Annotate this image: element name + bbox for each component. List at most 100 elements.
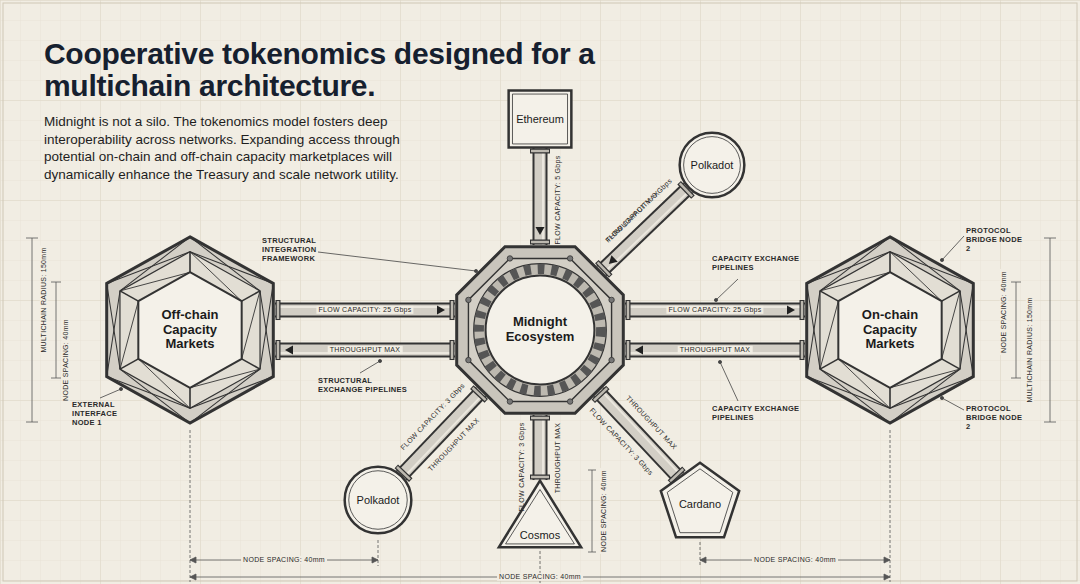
text-column: Midnight Ecosystem bbox=[497, 315, 583, 345]
annotation-label: EXTERNAL INTERFACE NODE 1 bbox=[72, 400, 126, 427]
node-text-area: On-chain Capacity Markets bbox=[805, 235, 975, 425]
pipe-outline bbox=[602, 188, 689, 271]
node-label: Midnight Ecosystem bbox=[497, 315, 583, 345]
flow-label: FLOW CAPACITY: 25 Gbps bbox=[316, 306, 413, 314]
text-column: On-chain Capacity Markets bbox=[850, 308, 930, 353]
annotation-label: CAPACITY EXCHANGE PIPELINES bbox=[712, 254, 802, 272]
pipe-flange-face bbox=[451, 301, 454, 319]
pipe-flange-face bbox=[531, 150, 549, 153]
dimension-label: NODE SPACING: 40mm bbox=[497, 573, 583, 581]
arrowhead bbox=[787, 306, 795, 315]
pipe-connector bbox=[530, 148, 550, 245]
frame bbox=[3, 3, 1077, 581]
pipe-flange bbox=[626, 340, 631, 360]
pipe-flange-face bbox=[627, 301, 630, 319]
pipe-flange-face bbox=[451, 341, 454, 359]
node-circle: Polkadot bbox=[679, 132, 745, 198]
pipe-flange bbox=[450, 340, 455, 360]
pipe-flange bbox=[626, 300, 631, 320]
pipe-outline bbox=[275, 343, 455, 358]
pipe-connector bbox=[275, 300, 455, 320]
dimension-label: NODE SPACING: 40mm bbox=[1000, 269, 1008, 355]
pipe-connector bbox=[625, 300, 805, 320]
pipe-body bbox=[535, 415, 546, 480]
node-text-area: Polkadot bbox=[344, 466, 412, 534]
node-text-area: Ethereum bbox=[508, 90, 572, 148]
throughput-label: THROUGHPUT MAX bbox=[554, 420, 562, 495]
pipe-flange-face bbox=[531, 241, 549, 244]
text-column: Off-chain Capacity Markets bbox=[150, 308, 230, 353]
dimension-label: MULTICHAIN RADIUS: 150mm bbox=[1026, 295, 1034, 404]
node-text-area: Cardano bbox=[660, 462, 740, 538]
node-circle: Polkadot bbox=[344, 466, 412, 534]
dimension-label: NODE SPACING: 40mm bbox=[62, 317, 70, 403]
node-hex: On-chain Capacity Markets bbox=[805, 235, 975, 425]
pipe-flange-face bbox=[801, 341, 804, 359]
pipe-outline bbox=[625, 303, 805, 318]
arrowhead bbox=[285, 346, 293, 355]
node-label: Polkadot bbox=[357, 494, 400, 507]
pipe-body bbox=[535, 148, 546, 245]
node-label: Cosmos bbox=[520, 529, 560, 542]
flow-label: FLOW CAPACITY: 3 Gbps bbox=[518, 420, 526, 513]
node-text-area: Midnight Ecosystem bbox=[455, 245, 625, 415]
dimension-label: NODE SPACING: 40mm bbox=[600, 468, 608, 554]
pipe-connector bbox=[597, 183, 693, 276]
node-label: On-chain Capacity Markets bbox=[850, 308, 930, 353]
pipe-flange-face bbox=[627, 341, 630, 359]
dimension-label: MULTICHAIN RADIUS: 150mm bbox=[40, 245, 48, 354]
pipe-connector bbox=[530, 415, 550, 480]
pipe-connector bbox=[625, 340, 805, 360]
node-hex: Off-chain Capacity Markets bbox=[105, 235, 275, 425]
annotation-label: STRUCTURAL INTEGRATION FRAMEWORK bbox=[262, 236, 324, 263]
node-text-area: Cosmos bbox=[498, 480, 582, 548]
flow-label: FLOW CAPACITY: 5 Gbps bbox=[554, 153, 562, 246]
pipe-flange bbox=[530, 149, 550, 154]
arrowhead bbox=[437, 306, 445, 315]
node-pent: Cardano bbox=[660, 462, 740, 538]
flow-label: THROUGHPUT MAX bbox=[678, 346, 753, 354]
pipe-highlight bbox=[542, 415, 544, 480]
pipe-flange-face bbox=[277, 301, 280, 319]
text-column: Ethereum bbox=[516, 113, 564, 126]
node-rect: Ethereum bbox=[508, 90, 572, 148]
pipe-outline bbox=[275, 303, 455, 318]
node-label: Polkadot bbox=[691, 159, 734, 172]
dimension-label: NODE SPACING: 40mm bbox=[241, 556, 327, 564]
pipe-body bbox=[602, 188, 689, 271]
arrowhead bbox=[536, 227, 545, 235]
pipe-flange-face bbox=[801, 301, 804, 319]
dimension-label: NODE SPACING: 40mm bbox=[752, 556, 838, 564]
flow-label: FLOW CAPACITY: 25 Gbps bbox=[666, 306, 763, 314]
pipe-body bbox=[625, 345, 805, 356]
arrowhead bbox=[609, 255, 618, 264]
pipe-flange bbox=[276, 300, 281, 320]
caption: Midnight is not a silo. The tokenomics m… bbox=[44, 113, 436, 183]
annotation-label: STRUCTURAL EXCHANGE PIPELINES bbox=[318, 376, 418, 394]
node-oct: Midnight Ecosystem bbox=[455, 245, 625, 415]
node-label: Off-chain Capacity Markets bbox=[150, 308, 230, 353]
pipe-body bbox=[625, 305, 805, 316]
annotation-label: CAPACITY EXCHANGE PIPELINES bbox=[712, 404, 802, 422]
pipe-flange-face bbox=[277, 341, 280, 359]
pipe-flange bbox=[800, 340, 805, 360]
node-text-area: Off-chain Capacity Markets bbox=[105, 235, 275, 425]
text-column: Polkadot bbox=[357, 494, 400, 507]
arrowhead bbox=[635, 346, 643, 355]
annotation-label: PROTOCOL BRIDGE NODE 2 bbox=[966, 226, 1026, 253]
pipe-body bbox=[275, 345, 455, 356]
pipe-flange bbox=[800, 300, 805, 320]
node-label: Ethereum bbox=[516, 113, 564, 126]
node-label: Cardano bbox=[679, 498, 721, 511]
text-column: Polkadot bbox=[691, 159, 734, 172]
pipe-outline bbox=[625, 343, 805, 358]
pipe-flange bbox=[530, 416, 550, 421]
flow-label: THROUGHPUT MAX bbox=[328, 346, 403, 354]
node-tri: Cosmos bbox=[498, 480, 582, 548]
text-column: Cosmos bbox=[520, 529, 560, 542]
pipe-flange-face bbox=[531, 417, 549, 420]
pipe-outline bbox=[533, 148, 548, 245]
pipe-flange bbox=[450, 300, 455, 320]
